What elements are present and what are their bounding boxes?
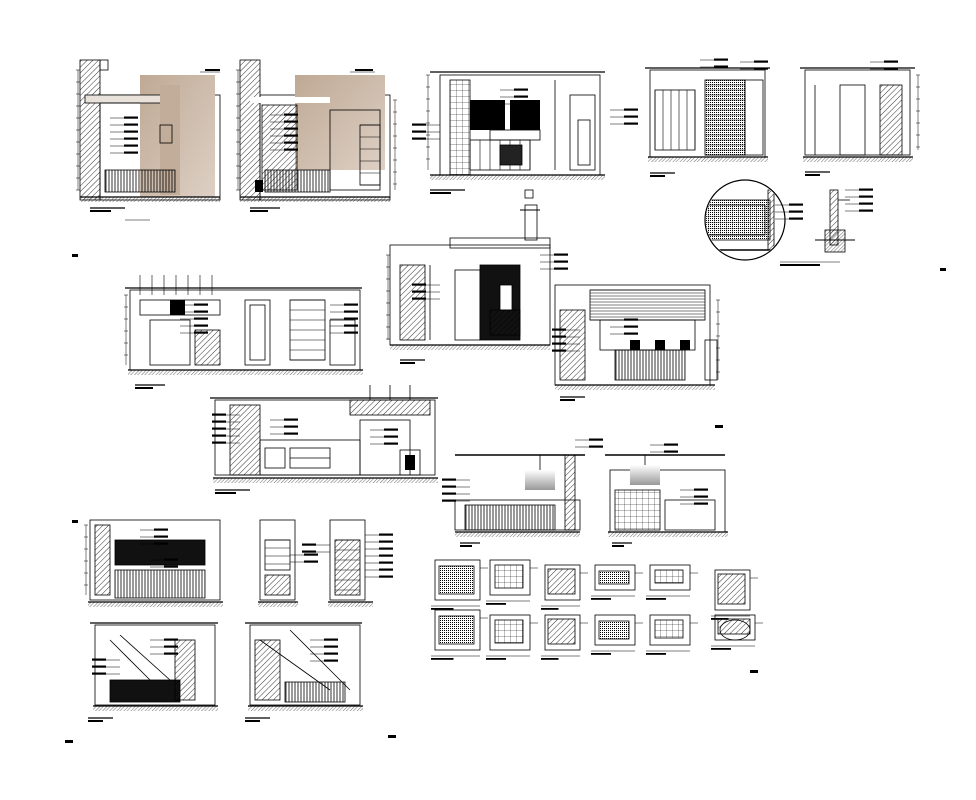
elevation-drawing-4 <box>645 58 770 177</box>
elevation-drawing-15 <box>65 622 218 743</box>
elevation-drawing-1 <box>72 59 221 257</box>
elevation-drawing-6 <box>124 275 363 389</box>
elevation-drawing-2 <box>236 59 397 212</box>
elevation-drawing-13 <box>258 519 318 607</box>
construction-detail-set <box>431 559 763 673</box>
elevation-drawing-7 <box>386 204 568 364</box>
elevation-drawing-14 <box>302 519 393 607</box>
circular-detail <box>704 179 840 266</box>
elevation-drawing-12 <box>72 519 223 607</box>
elevation-drawing-9 <box>210 385 438 494</box>
elevation-drawing-11 <box>605 443 728 547</box>
wall-section-detail <box>815 188 873 253</box>
elevation-drawing-8 <box>552 284 723 428</box>
elevation-drawing-10 <box>442 438 603 547</box>
elevation-drawing-16 <box>245 622 396 738</box>
elevation-drawing-5 <box>800 60 946 271</box>
elevation-drawing-3 <box>412 71 638 199</box>
